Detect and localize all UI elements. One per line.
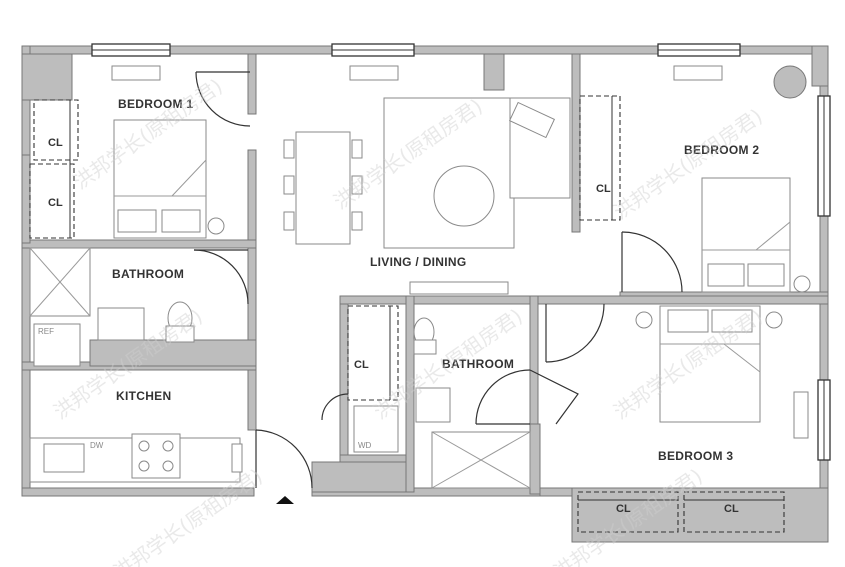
closet-label-bed1-bottom: CL <box>48 197 63 209</box>
closet-label-hall: CL <box>354 359 369 371</box>
closet-label-bed3-right: CL <box>724 503 739 515</box>
beds <box>113 65 811 423</box>
closet-label-bed2: CL <box>596 183 611 195</box>
kitchen-fixtures <box>29 323 399 483</box>
room-label-kitchen: KITCHEN <box>116 389 171 403</box>
appliance-label-dw: DW <box>90 441 104 450</box>
room-label-bathroom-center: BATHROOM <box>442 357 514 371</box>
appliance-label-ref: REF <box>38 327 54 336</box>
doors <box>193 71 683 504</box>
room-label-living-dining: LIVING / DINING <box>370 255 467 269</box>
living-furniture <box>283 97 571 295</box>
room-label-bedroom-3: BEDROOM 3 <box>658 449 733 463</box>
closet-label-bed1-top: CL <box>48 137 63 149</box>
room-label-bedroom-2: BEDROOM 2 <box>684 143 759 157</box>
bath-fixtures <box>29 247 531 489</box>
ac-units <box>111 65 809 439</box>
room-label-bathroom-left: BATHROOM <box>112 267 184 281</box>
closet-outlines <box>29 95 785 533</box>
windows <box>91 43 831 461</box>
walls <box>21 45 829 543</box>
closet-label-bed3-left: CL <box>616 503 631 515</box>
room-label-bedroom-1: BEDROOM 1 <box>118 97 193 111</box>
appliance-label-wd: WD <box>358 441 372 450</box>
